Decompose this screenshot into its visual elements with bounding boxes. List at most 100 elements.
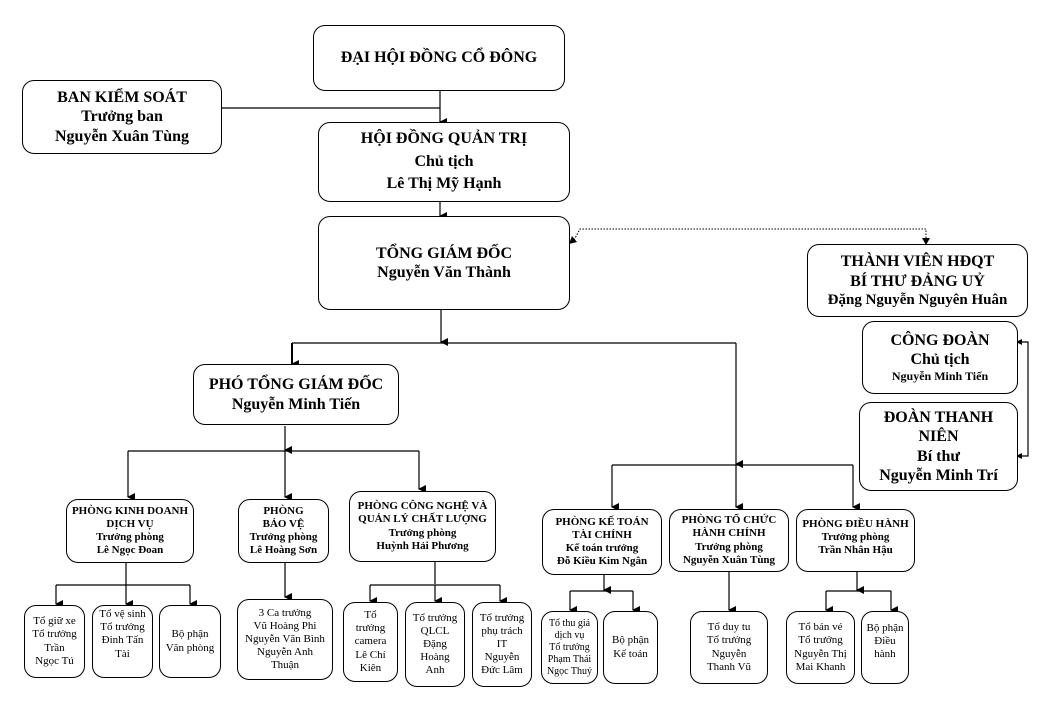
node-phong-ke-toan[interactable]: PHÒNG KẾ TOÁN TÀI CHÍNH Kế toán trưởng Đ… <box>542 509 662 575</box>
node-line: Bộ phận <box>866 622 904 634</box>
node-to-thu-gia[interactable]: Tổ thu giá dịch vụ Tổ trưởng Phạm Thái N… <box>541 611 598 684</box>
node-phong-dieu-hanh[interactable]: PHÒNG ĐIỀU HÀNH Trưởng phòng Trần Nhân H… <box>796 509 915 572</box>
node-line: Tổ <box>364 609 377 622</box>
node-line: Tổ trưởng <box>549 641 590 653</box>
dotted-connector-tgd-tvhdqt <box>573 228 927 241</box>
node-to-it[interactable]: Tổ trưởng phụ trách IT Nguyễn Đức Lâm <box>472 602 532 687</box>
node-role: Trưởng phòng <box>388 526 457 539</box>
node-thanh-vien-hdqt[interactable]: THÀNH VIÊN HĐQT BÍ THƯ ĐẢNG UỶ Đặng Nguy… <box>807 244 1028 317</box>
node-title: PHÒNG KINH DOANH <box>71 504 189 517</box>
node-title-2: HÀNH CHÍNH <box>692 527 766 540</box>
node-line: Lê Chí <box>355 648 386 661</box>
node-tong-giam-doc[interactable]: TỔNG GIÁM ĐỐC Nguyễn Văn Thành <box>318 216 570 310</box>
node-person: Đặng Nguyễn Nguyên Huân <box>827 291 1008 308</box>
node-line: IT <box>496 637 508 650</box>
node-line: 3 Ca trưởng <box>258 606 312 619</box>
node-line: camera <box>354 635 387 648</box>
node-title: PHÒNG <box>263 504 304 517</box>
node-to-duy-tu[interactable]: Tổ duy tu Tổ trưởng Nguyễn Thanh Vũ <box>690 611 768 684</box>
node-line: dịch vụ <box>554 629 585 641</box>
node-title: PHÓ TỔNG GIÁM ĐỐC <box>208 376 384 394</box>
node-person: Nguyễn Xuân Tùng <box>682 553 776 566</box>
node-ca-truong[interactable]: 3 Ca trưởng Vũ Hoàng Phi Nguyễn Văn Bình… <box>237 599 333 680</box>
node-line: Trần <box>44 641 65 654</box>
node-title-2: DỊCH VỤ <box>106 517 154 530</box>
node-line: Tổ duy tu <box>707 621 751 634</box>
node-title-2: TÀI CHÍNH <box>572 528 632 541</box>
node-person: Nguyễn Minh Trí <box>879 466 998 484</box>
node-line: Bộ phận <box>612 634 649 647</box>
node-role: Kế toán trưởng <box>565 542 639 554</box>
node-title: PHÒNG TỔ CHỨC <box>681 514 777 527</box>
node-line: QLCL <box>420 624 450 637</box>
node-person: Đỗ Kiều Kim Ngân <box>556 555 648 568</box>
node-line: Kế toán <box>613 647 648 660</box>
node-title-2: QUẢN LÝ CHẤT LƯỢNG <box>358 513 487 526</box>
node-pho-tong-giam-doc[interactable]: PHÓ TỔNG GIÁM ĐỐC Nguyễn Minh Tiến <box>193 364 399 425</box>
node-line: Tổ bán vé <box>798 621 843 634</box>
node-person: Nguyễn Văn Thành <box>377 264 511 281</box>
node-phong-to-chuc[interactable]: PHÒNG TỔ CHỨC HÀNH CHÍNH Trưởng phòng Ng… <box>669 509 789 572</box>
arrowhead-congdoan <box>1016 339 1022 345</box>
node-to-giu-xe[interactable]: Tổ giữ xe Tổ trưởng Trần Ngọc Tú <box>24 605 85 678</box>
node-line: Hoàng <box>420 651 450 664</box>
node-person: Huỳnh Hải Phương <box>376 539 469 552</box>
node-line: hành <box>874 648 896 661</box>
node-phong-cong-nghe[interactable]: PHÒNG CÔNG NGHỆ VÀ QUẢN LÝ CHẤT LƯỢNG Tr… <box>349 491 496 562</box>
node-bo-phan-ke-toan[interactable]: Bộ phận Kế toán <box>603 611 658 684</box>
node-line: Đặng <box>423 637 447 650</box>
node-title: ĐOÀN THANH NIÊN <box>883 409 994 446</box>
node-bo-phan-van-phong[interactable]: Bộ phận Văn phòng <box>159 605 221 678</box>
node-cong-doan[interactable]: CÔNG ĐOÀN Chủ tịch Nguyễn Minh Tiến <box>862 321 1018 394</box>
node-person: Nguyễn Minh Tiến <box>231 395 361 413</box>
node-bo-phan-dieu-hanh[interactable]: Bộ phận Điều hành <box>861 611 909 684</box>
node-hoi-dong-quan-tri[interactable]: HỘI ĐỒNG QUẢN TRỊ Chủ tịch Lê Thị Mỹ Hạn… <box>318 122 570 202</box>
node-to-ve-sinh[interactable]: Tổ vệ sinh Tổ trưởng Đinh Tấn Tài <box>92 605 153 678</box>
node-line: Thanh Vũ <box>706 660 752 673</box>
node-line: Văn phòng <box>165 641 215 654</box>
node-subtitle: BÍ THƯ ĐẢNG UỶ <box>850 272 985 290</box>
node-title: TỔNG GIÁM ĐỐC <box>376 244 512 262</box>
node-to-camera[interactable]: Tổ trưởng camera Lê Chí Kiên <box>343 602 398 682</box>
node-line: Nguyễn Anh <box>257 646 313 659</box>
node-line: Tổ trưởng <box>706 634 752 647</box>
node-role: Trưởng phòng <box>249 531 318 543</box>
node-title: PHÒNG CÔNG NGHỆ VÀ <box>357 500 488 513</box>
node-person: Lê Ngọc Đoan <box>96 544 164 557</box>
node-line: Tổ trưởng <box>100 621 145 634</box>
node-to-ban-ve[interactable]: Tổ bán vé Tổ trưởng Nguyễn Thị Mai Khanh <box>786 611 855 684</box>
node-person: Lê Hoàng Sơn <box>249 544 318 557</box>
node-line: Vũ Hoàng Phi <box>253 619 317 632</box>
node-doan-thanh-nien[interactable]: ĐOÀN THANH NIÊN Bí thư Nguyễn Minh Trí <box>859 402 1018 491</box>
node-line: Tổ trưởng <box>412 611 458 624</box>
node-line: Thuận <box>270 659 300 672</box>
node-phong-kinh-doanh[interactable]: PHÒNG KINH DOANH DỊCH VỤ Trưởng phòng Lê… <box>66 499 194 563</box>
node-role: Trưởng phòng <box>96 531 164 543</box>
node-title: PHÒNG KẾ TOÁN <box>555 515 649 528</box>
node-line: Kiên <box>359 661 382 674</box>
node-line: Tổ trưởng <box>32 628 77 641</box>
node-line: Tổ vệ sinh <box>99 608 146 620</box>
node-role: Trưởng ban <box>81 108 163 126</box>
node-line: Nguyễn Thị <box>794 647 847 660</box>
node-line: Tài <box>115 647 130 660</box>
node-role: Trưởng phòng <box>695 540 763 553</box>
node-ban-kiem-soat[interactable]: BAN KIỂM SOÁT Trưởng ban Nguyễn Xuân Tùn… <box>22 80 222 154</box>
node-role: Bí thư <box>917 447 960 465</box>
node-line: Điều <box>874 635 896 648</box>
node-person: Trần Nhân Hậu <box>818 544 893 557</box>
node-title: BAN KIỂM SOÁT <box>57 89 187 107</box>
node-title: ĐẠI HỘI ĐỒNG CỔ ĐÔNG <box>340 49 538 67</box>
node-line: Nguyễn <box>484 651 520 664</box>
node-line: Ngọc Thuý <box>546 665 593 677</box>
node-dai-hoi-dong-co-dong[interactable]: ĐẠI HỘI ĐỒNG CỔ ĐÔNG <box>313 25 565 91</box>
node-phong-bao-ve[interactable]: PHÒNG BẢO VỆ Trưởng phòng Lê Hoàng Sơn <box>238 499 329 563</box>
node-line: Phạm Thái <box>547 653 592 665</box>
node-line: Anh <box>425 664 445 677</box>
node-title: HỘI ĐỒNG QUẢN TRỊ <box>360 130 528 148</box>
node-person: Lê Thị Mỹ Hạnh <box>386 175 502 193</box>
arrowhead-tvhdqt <box>922 238 930 245</box>
node-to-qlcl[interactable]: Tổ trưởng QLCL Đặng Hoàng Anh <box>405 602 465 687</box>
node-line: Ngọc Tú <box>35 654 74 667</box>
